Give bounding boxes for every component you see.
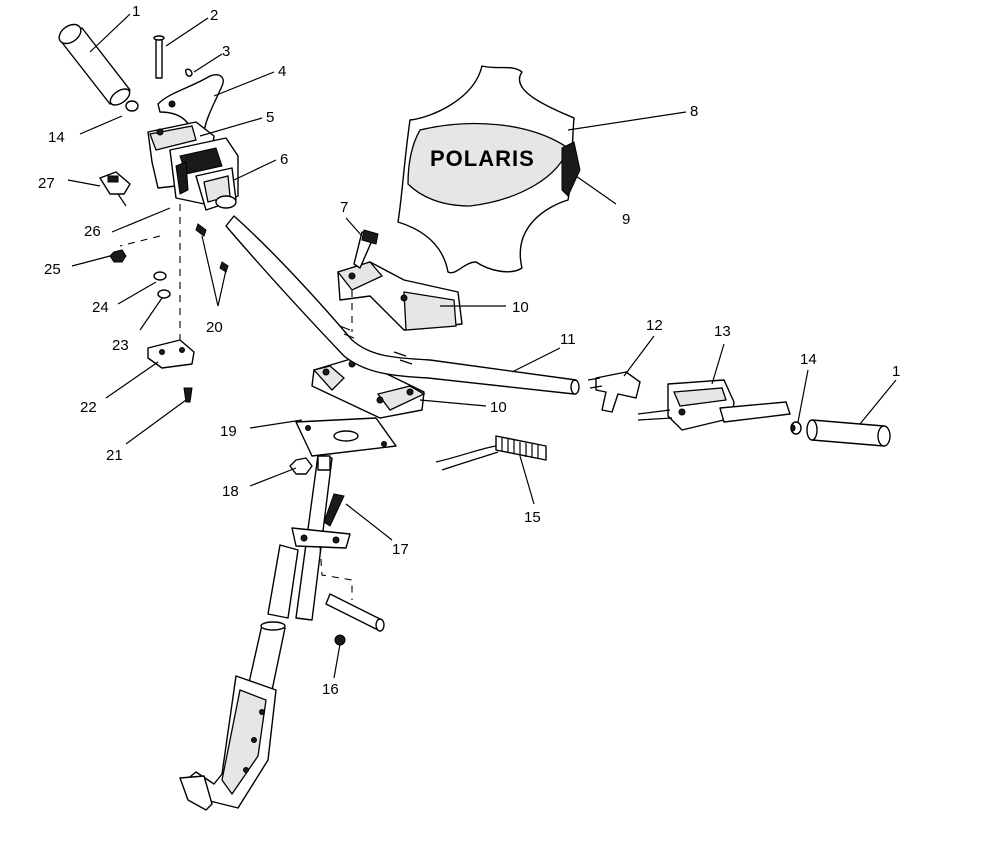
callout-17: 17	[392, 541, 409, 558]
callout-6: 6	[280, 151, 288, 168]
pin-2	[153, 35, 165, 79]
washer-24	[153, 271, 167, 281]
handlebar-plate-19	[295, 417, 397, 471]
screw-17	[323, 493, 345, 527]
pin-16	[325, 593, 385, 646]
clip-3	[184, 68, 193, 77]
callout-16: 16	[322, 681, 339, 698]
callout-14-right: 14	[800, 351, 817, 368]
handlebar-pad-8: POLARIS	[397, 65, 581, 274]
washer-23	[157, 289, 171, 299]
screw-20b	[219, 261, 229, 273]
callout-24: 24	[92, 299, 109, 316]
callout-21: 21	[106, 447, 123, 464]
callout-25: 25	[44, 261, 61, 278]
callout-18: 18	[222, 483, 239, 500]
callout-26: 26	[84, 223, 101, 240]
nut-25	[109, 249, 127, 263]
polaris-brand-text: POLARIS	[430, 146, 535, 171]
callout-7: 7	[340, 199, 348, 216]
leader-lines	[67, 13, 897, 679]
callout-13: 13	[714, 323, 731, 340]
clip-27	[99, 171, 131, 207]
callout-4: 4	[278, 63, 286, 80]
callout-2: 2	[210, 7, 218, 24]
callout-14-left: 14	[48, 129, 65, 146]
heater-coil-15	[435, 435, 547, 471]
screw-21	[183, 387, 193, 403]
upper-clamp-10	[336, 261, 463, 332]
switch-housing-6	[169, 137, 239, 211]
callout-8: 8	[690, 103, 698, 120]
control-housing-13	[637, 379, 791, 431]
callout-10-upper: 10	[512, 299, 529, 316]
callout-5: 5	[266, 109, 274, 126]
throttle-lever-12	[587, 371, 641, 413]
left-grip	[58, 23, 139, 112]
callout-1-right: 1	[892, 363, 900, 380]
brake-lever-4	[157, 74, 224, 135]
callout-12: 12	[646, 317, 663, 334]
callout-1-left: 1	[132, 3, 140, 20]
steering-post	[179, 454, 333, 811]
callout-19: 19	[220, 423, 237, 440]
callout-10-lower: 10	[490, 399, 507, 416]
handlebar-tube	[225, 215, 580, 395]
callout-11: 11	[560, 331, 576, 348]
callout-23: 23	[112, 337, 129, 354]
steering-post-collar	[291, 527, 351, 549]
callout-22: 22	[80, 399, 97, 416]
callout-9: 9	[622, 211, 630, 228]
bolt-7	[353, 229, 379, 269]
screw-20a	[195, 223, 207, 237]
callout-3: 3	[222, 43, 230, 60]
callout-labels: 1 2 3 4 5 6 7 8 9 10 10 11 12 13 14 1 14…	[38, 3, 900, 698]
nut-18	[289, 457, 313, 475]
callout-20: 20	[206, 319, 223, 336]
plate-22	[147, 339, 195, 369]
right-grip	[790, 419, 891, 447]
lower-clamp-10	[311, 357, 426, 419]
callout-27: 27	[38, 175, 55, 192]
callout-15: 15	[524, 509, 541, 526]
